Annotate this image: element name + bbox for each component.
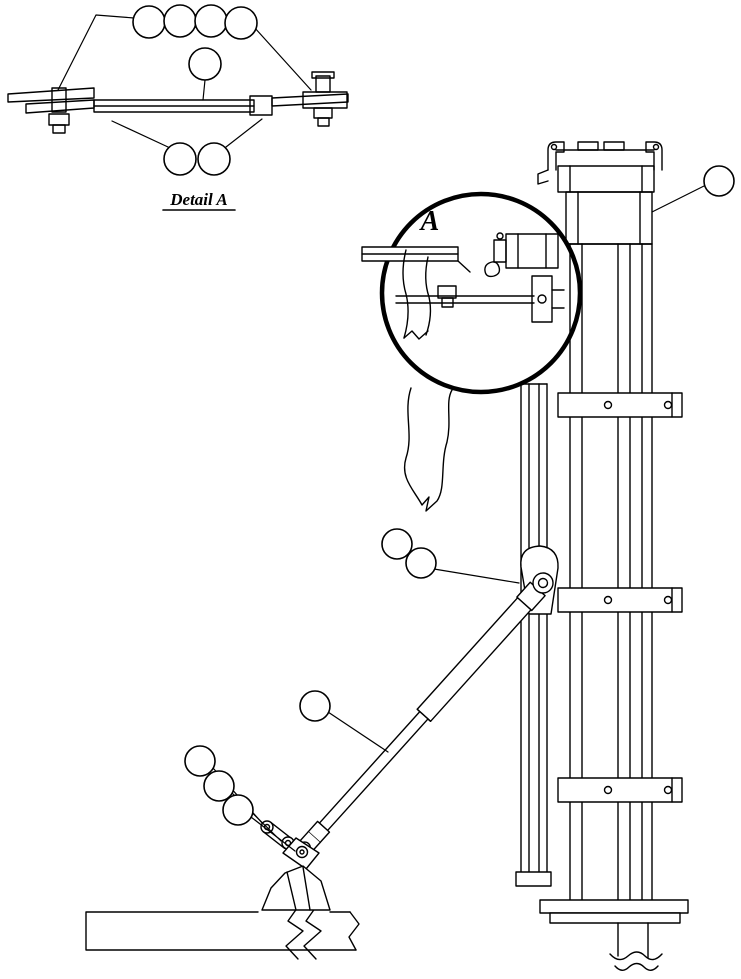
callout-balloon	[132, 5, 166, 39]
detail-circle-mechanism	[361, 232, 565, 340]
callout-balloon	[299, 690, 331, 722]
detail-a-leaders	[57, 14, 312, 148]
detail-circle-a: A	[361, 191, 583, 395]
mast-cross-brackets	[557, 392, 683, 803]
break-line	[285, 903, 304, 960]
detail-circle-outline	[379, 191, 583, 395]
detail-a-label: Detail A	[169, 190, 227, 209]
ground-beam	[85, 903, 360, 960]
detail-a-view: Detail A	[7, 4, 349, 211]
callout-balloon	[381, 528, 413, 560]
detail-marker-a: A	[419, 206, 440, 237]
mast-rail	[515, 383, 552, 887]
cross-bracket	[557, 777, 683, 803]
detail-a-balloons	[132, 4, 258, 176]
callout-balloon	[163, 4, 197, 38]
callout-balloon	[197, 142, 231, 176]
callout-balloon	[405, 547, 437, 579]
break-line	[609, 951, 663, 961]
break-line	[614, 962, 659, 971]
detail-a-linkage	[7, 71, 349, 134]
pivot-pin	[537, 577, 549, 589]
mast-base	[539, 899, 689, 971]
callout-balloon	[188, 47, 222, 81]
break-line	[303, 903, 322, 960]
callout-balloon	[194, 4, 228, 38]
cross-bracket	[557, 587, 683, 613]
hydraulic-strut	[292, 572, 554, 860]
strut-base-hardware	[260, 820, 331, 911]
callout-balloon	[184, 745, 216, 777]
anchor-bracket	[261, 865, 331, 911]
callout-balloon	[163, 142, 197, 176]
main-view-balloons	[184, 165, 735, 826]
torn-sheet	[403, 387, 453, 512]
callout-balloon	[224, 6, 258, 40]
callout-balloon	[703, 165, 735, 197]
callout-balloon	[222, 794, 254, 826]
callout-balloon	[203, 770, 235, 802]
cross-bracket	[557, 392, 683, 418]
rough-edge	[348, 911, 360, 951]
